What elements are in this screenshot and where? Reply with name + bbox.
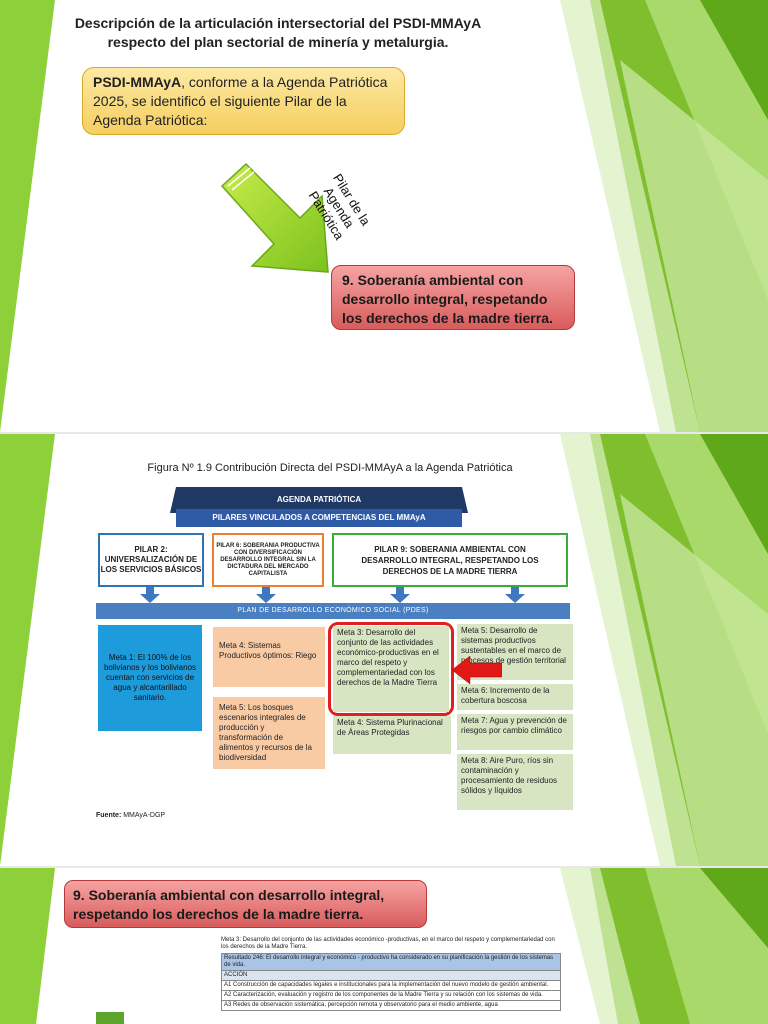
meta-4-areas-box: Meta 4: Sistema Plurinacional de Áreas P… — [333, 716, 451, 754]
slide-1: Descripción de la articulación intersect… — [0, 0, 768, 432]
meta-5-bosques-box: Meta 5: Los bosques escenarios integrale… — [213, 697, 325, 769]
accion-a2: A2 Caracterización, evaluación y registr… — [221, 990, 561, 1001]
pilar-2-box: PILAR 2: UNIVERSALIZACIÓN DE LOS SERVICI… — [98, 533, 204, 587]
accion-header: ACCIÓN — [221, 970, 561, 981]
pillar-9-heading: 9. Soberanía ambiental con desarrollo in… — [64, 880, 427, 928]
slide-2-decoration — [0, 434, 768, 866]
source-note: Fuente: MMAyA-DGP — [96, 812, 165, 819]
meta-6-box: Meta 6: Incremento de la cobertura bosco… — [457, 684, 573, 710]
slide-1-decoration — [0, 0, 768, 432]
pilares-bar: PILARES VINCULADOS A COMPETENCIAS DEL MM… — [176, 509, 462, 527]
pilar-9-box: PILAR 9: SOBERANIA AMBIENTAL CON DESARRO… — [332, 533, 568, 587]
slide-3-decoration — [0, 868, 768, 1024]
agenda-trapezoid — [170, 487, 468, 513]
actions-table: Resultado 246: El desarrollo integral y … — [221, 953, 561, 1011]
accion-a1: A1 Construcción de capacidades legales e… — [221, 980, 561, 991]
slide-separator — [0, 432, 768, 434]
meta-1-box: Meta 1: El 100% de los bolivianos y los … — [98, 625, 202, 731]
accion-a3: A3 Redes de observación sistemática, per… — [221, 1000, 561, 1011]
pdes-bar: PLAN DE DESARROLLO ECONÓMICO SOCIAL (PDE… — [96, 603, 570, 619]
slide-separator — [0, 866, 768, 868]
green-square — [96, 1012, 124, 1024]
agenda-patriotica-bar: AGENDA PATRIÓTICA — [276, 495, 362, 504]
green-arrow-icon — [220, 162, 329, 273]
meta-7-box: Meta 7: Agua y prevención de riesgos por… — [457, 714, 573, 750]
slide-3 — [0, 868, 768, 1024]
results-table: Meta 3: Desarrollo del conjunto de las a… — [221, 937, 561, 1011]
pillar-9-box: 9. Soberanía ambiental con desarrollo in… — [331, 265, 575, 330]
table-intro: Meta 3: Desarrollo del conjunto de las a… — [221, 937, 555, 950]
pilar-6-box: PILAR 6: SOBERANIA PRODUCTIVA CON DIVERS… — [212, 533, 324, 587]
meta-8-box: Meta 8: Aire Puro, ríos sin contaminació… — [457, 754, 573, 810]
source-label: Fuente: — [96, 812, 122, 819]
meta-3-box: Meta 3: Desarrollo del conjunto de las a… — [333, 626, 449, 712]
resultado-cell: Resultado 246: El desarrollo integral y … — [221, 953, 561, 971]
psdi-description: , conforme a la Agenda Patriótica 2025, … — [93, 74, 388, 128]
red-arrow-icon — [452, 656, 502, 684]
psdi-description-box: PSDI-MMAyA, conforme a la Agenda Patriót… — [82, 67, 405, 135]
meta-4-riego-box: Meta 4: Sistemas Productivos óptimos: Ri… — [213, 627, 325, 687]
meta-3-highlight — [328, 622, 454, 716]
slide-title: Descripción de la articulación intersect… — [74, 15, 482, 50]
down-arrows — [140, 587, 525, 603]
figure-caption: Figura Nº 1.9 Contribución Directa del P… — [147, 462, 513, 474]
source-value: MMAyA-DGP — [121, 812, 166, 819]
psdi-label: PSDI-MMAyA — [93, 74, 182, 90]
